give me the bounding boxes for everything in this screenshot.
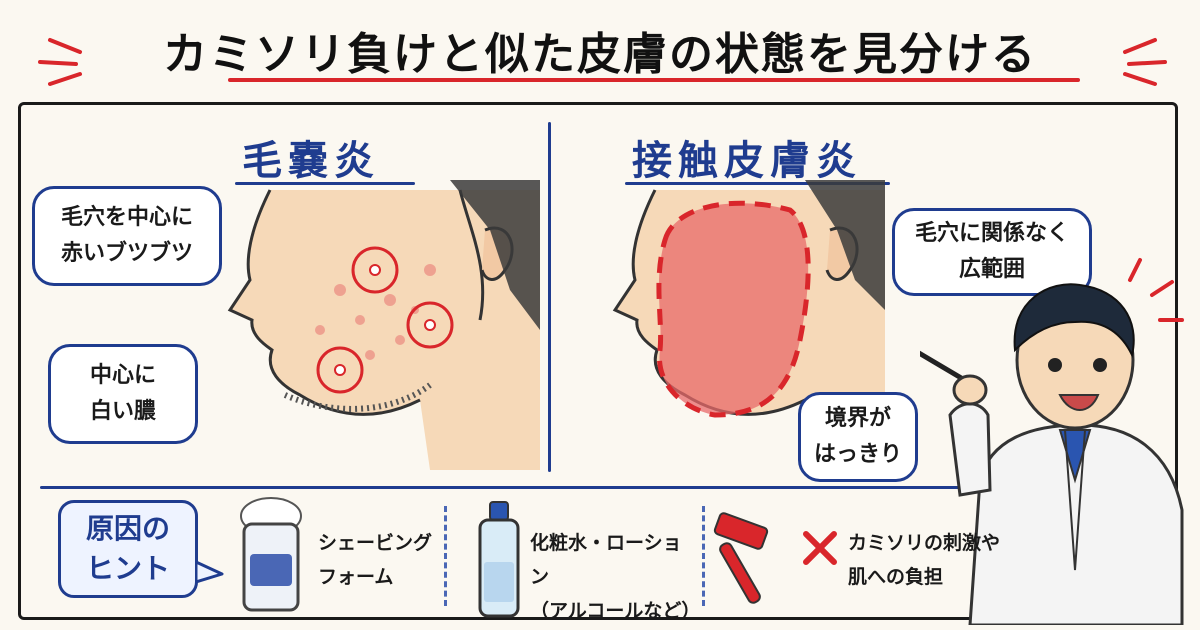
contact-dermatitis-heading-underline — [625, 182, 890, 185]
bubble-line: 境界が — [824, 406, 891, 431]
hint-item-foam: シェービング フォーム — [318, 526, 438, 594]
hint-line: （アルコールなど） — [530, 600, 701, 622]
bubble-line: 広範囲 — [958, 257, 1025, 282]
section-divider — [548, 122, 551, 472]
bubble-line: 白い膿 — [89, 399, 156, 424]
hint-divider — [40, 486, 970, 489]
contact-dermatitis-bubble-bottom: 境界が はっきり — [798, 392, 918, 482]
hint-pointer-icon — [196, 560, 224, 584]
lotion-bottle-icon — [478, 501, 520, 618]
folliculitis-bubble-bottom: 中心に 白い膿 — [48, 344, 198, 444]
bubble-line: 毛穴を中心に — [60, 205, 193, 230]
contact-dermatitis-heading: 接触皮膚炎 — [632, 138, 862, 184]
right-spark-icon — [1123, 38, 1167, 86]
hint-separator — [444, 506, 447, 606]
foam-can-icon — [240, 497, 302, 612]
hint-line: フォーム — [318, 566, 394, 588]
bubble-line: はっきり — [813, 442, 902, 467]
folliculitis-face-illustration — [227, 180, 540, 470]
bubble-line: 赤いブツブツ — [60, 241, 193, 266]
hint-separator — [702, 506, 705, 606]
hint-item-lotion: 化粧水・ローション （アルコールなど） — [530, 526, 700, 628]
hint-label-line: 原因の — [85, 512, 170, 545]
doctor-character-illustration — [920, 258, 1184, 625]
hint-line: シェービング — [318, 532, 433, 554]
contact-dermatitis-bubble-top: 毛穴に関係なく 広範囲 — [892, 208, 1092, 296]
razor-icon — [713, 512, 769, 604]
content-frame — [18, 102, 1178, 620]
bubble-line: 毛穴に関係なく — [914, 221, 1069, 246]
cause-hint-label: 原因の ヒント — [58, 500, 198, 598]
bubble-line: 中心に — [89, 363, 156, 388]
hint-item-razor: カミソリの刺激や 肌への負担 — [848, 526, 1018, 594]
title-underline — [228, 78, 1080, 82]
folliculitis-heading: 毛嚢炎 — [242, 138, 380, 184]
cross-mark-icon — [803, 531, 837, 565]
hint-label-line: ヒント — [85, 552, 170, 585]
hint-line: 肌への負担 — [848, 566, 944, 588]
folliculitis-heading-underline — [235, 182, 415, 185]
folliculitis-bubble-top: 毛穴を中心に 赤いブツブツ — [32, 186, 222, 286]
page-title: カミソリ負けと似た皮膚の状態を見分ける — [163, 29, 1037, 80]
hint-line: カミソリの刺激や — [848, 532, 1001, 554]
left-spark-icon — [38, 38, 82, 86]
hint-line: 化粧水・ローション — [530, 532, 682, 588]
